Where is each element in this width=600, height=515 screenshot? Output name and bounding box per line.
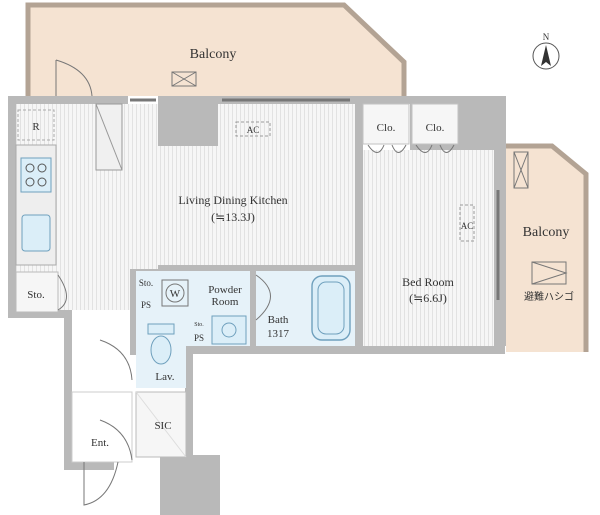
entrance-door-swing — [83, 461, 119, 506]
ldk-floor-main — [120, 104, 355, 265]
powder-room-label-2: Room — [212, 296, 239, 308]
balcony-top-label: Balcony — [190, 47, 237, 62]
lavatory-label: Lav. — [155, 371, 174, 383]
ac-bed-label: AC — [461, 221, 474, 231]
closet-1-label: Clo. — [377, 122, 396, 134]
storage-tiny-label: Sto. — [194, 322, 204, 328]
washer-label: W — [170, 288, 181, 300]
vanity-sink — [211, 315, 247, 345]
sic-label: SIC — [154, 420, 171, 432]
storage-left-label: Sto. — [27, 289, 45, 301]
ps-1-label: PS — [141, 300, 151, 310]
ac-ldk-marker — [235, 121, 271, 137]
kitchen-sink-icon — [21, 214, 51, 252]
closet-2-label: Clo. — [426, 122, 445, 134]
fridge — [17, 109, 55, 141]
ldk-size-label: (≒13.3J) — [211, 210, 255, 224]
balcony-top-hatch — [171, 71, 197, 87]
balcony-top-railing — [25, 2, 407, 96]
ps-2-label: PS — [194, 333, 204, 343]
evacuation-ladder-label: 避難ハシゴ — [524, 290, 574, 303]
balcony-right-area — [506, 146, 584, 352]
ldk-name-label: Living Dining Kitchen — [178, 193, 287, 207]
storage-left — [15, 271, 59, 313]
stove-icon — [20, 157, 52, 193]
ac-bed-marker — [459, 204, 475, 242]
closet-2 — [411, 103, 459, 145]
balcony-right-label: Balcony — [523, 225, 570, 240]
toilet-icon — [147, 323, 175, 365]
closet-1 — [362, 103, 410, 145]
entrance-floor — [71, 391, 133, 463]
entrance-label: Ent. — [91, 437, 109, 449]
bedroom-floor — [363, 150, 494, 346]
balcony-right-hatch — [513, 151, 529, 189]
bath-label: Bath — [268, 314, 289, 326]
balcony-right-railing — [506, 143, 589, 352]
bath-size-label: 1317 — [267, 328, 290, 340]
bathtub — [311, 275, 351, 341]
balcony-top-area — [28, 5, 404, 96]
storage-small-label: Sto. — [139, 278, 153, 288]
powder-room-label-1: Powder — [208, 284, 242, 296]
bedroom-size-label: (≒6.6J) — [409, 291, 447, 305]
washer-icon — [161, 279, 189, 307]
fridge-label: R — [32, 121, 40, 133]
north-label: N — [543, 32, 550, 42]
ac-ldk-label: AC — [247, 125, 260, 135]
north-arrow — [532, 42, 560, 70]
bedroom-name-label: Bed Room — [402, 275, 454, 289]
